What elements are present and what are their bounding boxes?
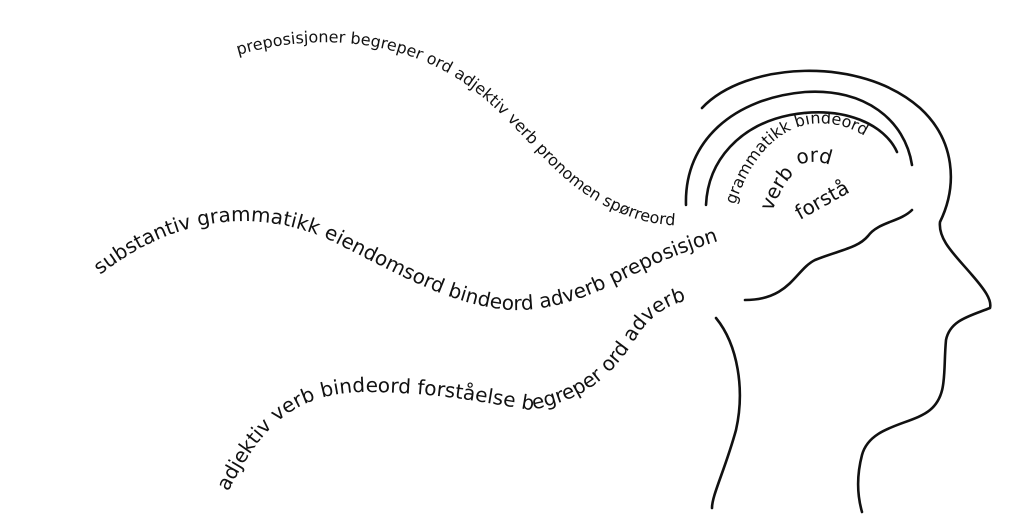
ribbon-top: preposisjoner begreper ord adjektiv verb…	[234, 27, 676, 229]
inner-arc-inner-path	[704, 111, 899, 207]
ribbon-bottom: adjektiv verb bindeord forståelse begrep…	[211, 282, 688, 494]
brain-ord-text: ord	[793, 143, 835, 170]
head-outline-path	[700, 69, 992, 514]
brain-bottom-path	[743, 208, 914, 302]
brain-verb-text: verb	[754, 161, 798, 214]
brain-word-forsta: forstå	[791, 175, 853, 224]
inner-arc-outer-path	[684, 90, 914, 207]
brain-word-ord: ord	[793, 143, 835, 170]
brain-word-verb: verb	[754, 161, 798, 214]
brain-forsta-text: forstå	[791, 175, 853, 224]
ribbon-top-text: preposisjoner begreper ord adjektiv verb…	[234, 27, 676, 229]
neck-back-path	[710, 316, 742, 510]
ribbon-bottom-text: adjektiv verb bindeord forståelse begrep…	[211, 282, 688, 494]
